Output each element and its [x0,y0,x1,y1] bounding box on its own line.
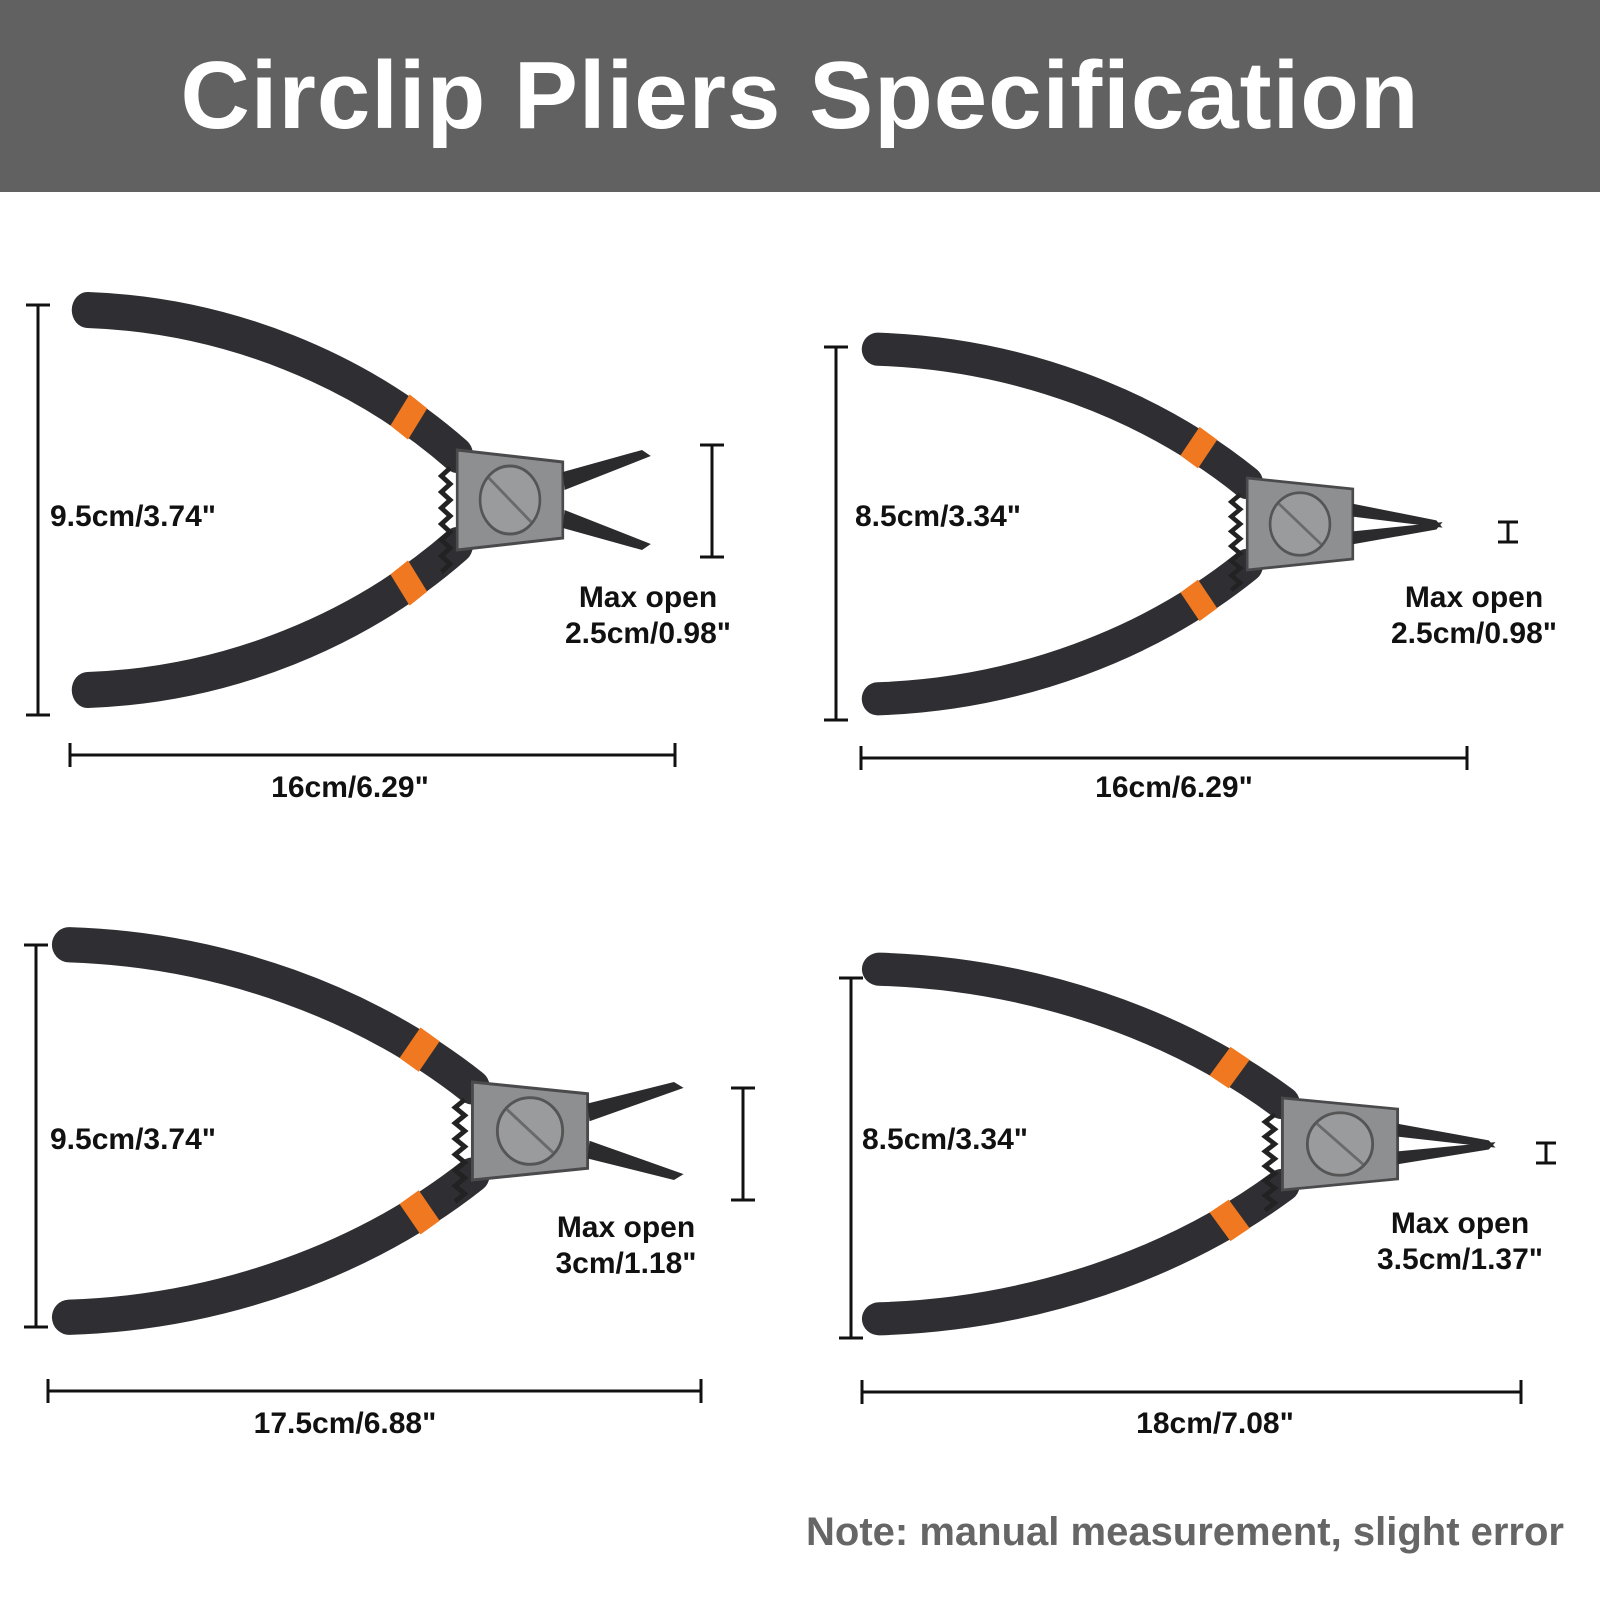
height-label-bottom-left: 9.5cm/3.74" [50,1123,217,1156]
max-open-label-top-right: Max open [1404,581,1544,614]
height-label-bottom-right: 8.5cm/3.34" [862,1123,1029,1156]
max-open-label-top-left: Max open [578,581,718,614]
page-title: Circlip Pliers Specification [180,42,1420,149]
length-label-top-left: 16cm/6.29" [271,771,429,804]
plier-bottom-left-dimensions [24,943,755,1403]
max-open-value-top-right: 2.5cm/0.98" [1390,617,1558,650]
title-banner: Circlip Pliers Specification [0,0,1600,192]
height-label-top-left: 9.5cm/3.74" [50,500,217,533]
length-label-bottom-right: 18cm/7.08" [1136,1407,1294,1440]
plier-top-right-dimensions [824,345,1518,770]
measurement-note: Note: manual measurement, slight error [806,1510,1564,1554]
max-open-value-bottom-left: 3cm/1.18" [555,1247,697,1280]
length-label-top-right: 16cm/6.29" [1095,771,1253,804]
max-open-label-bottom-right: Max open [1390,1207,1530,1240]
max-open-label-bottom-left: Max open [556,1211,696,1244]
plier-bottom-right-dimensions [839,976,1556,1404]
max-open-value-top-left: 2.5cm/0.98" [564,617,732,650]
height-label-top-right: 8.5cm/3.34" [855,500,1022,533]
max-open-value-bottom-right: 3.5cm/1.37" [1376,1243,1544,1276]
length-label-bottom-left: 17.5cm/6.88" [253,1407,437,1440]
plier-top-left-dimensions [26,303,724,767]
